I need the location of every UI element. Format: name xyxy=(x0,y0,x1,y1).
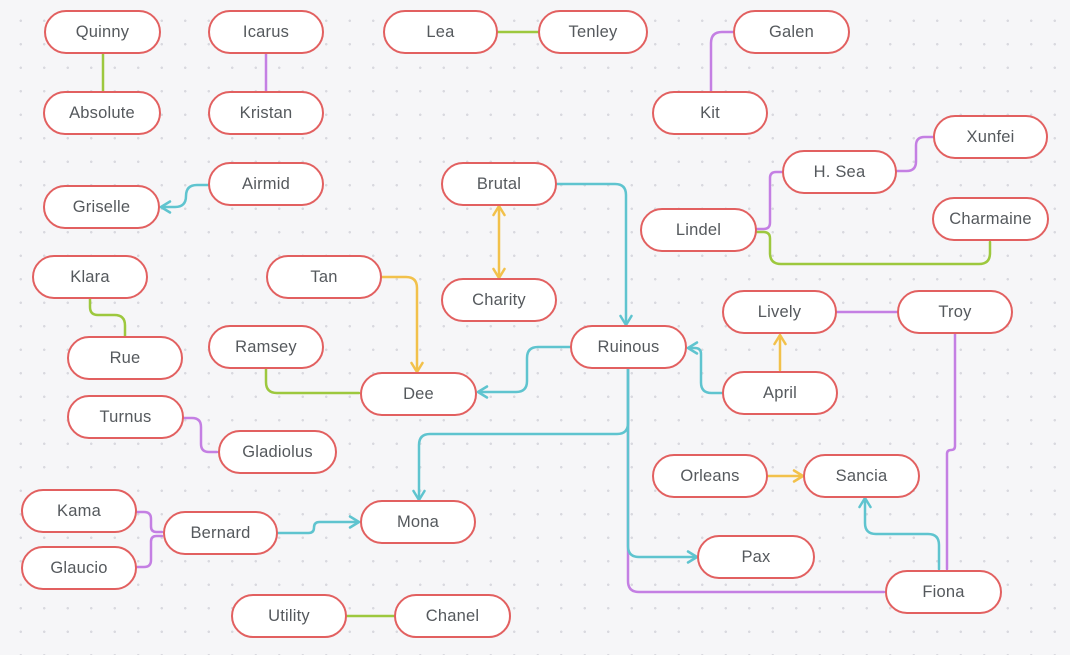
edge-turnus-gladiolus[interactable] xyxy=(181,416,219,454)
edge-klara-rue[interactable] xyxy=(88,297,127,338)
node-chanel[interactable]: Chanel xyxy=(394,594,511,638)
edge-fiona-sancia[interactable] xyxy=(858,496,941,571)
node-label: Sancia xyxy=(835,466,888,485)
edge-tan-dee[interactable] xyxy=(380,275,424,374)
node-pax[interactable]: Pax xyxy=(697,535,815,579)
node-label: Kristan xyxy=(239,103,293,122)
edge-april-ruinous[interactable] xyxy=(686,341,724,395)
node-label: Lea xyxy=(426,22,455,41)
node-lea[interactable]: Lea xyxy=(383,10,498,54)
node-april[interactable]: April xyxy=(722,371,838,415)
node-charmaine[interactable]: Charmaine xyxy=(932,197,1049,241)
node-label: Ruinous xyxy=(597,337,660,356)
node-griselle[interactable]: Griselle xyxy=(43,185,160,229)
node-charity[interactable]: Charity xyxy=(441,278,557,322)
node-gladiolus[interactable]: Gladiolus xyxy=(218,430,337,474)
node-tan[interactable]: Tan xyxy=(266,255,382,299)
node-label: Fiona xyxy=(922,582,965,601)
node-quinny[interactable]: Quinny xyxy=(44,10,161,54)
node-klara[interactable]: Klara xyxy=(32,255,148,299)
node-label: Utility xyxy=(268,606,310,625)
edge-ruinous-fiona[interactable] xyxy=(626,367,886,594)
node-label: Griselle xyxy=(72,197,131,216)
edge-ramsey-dee[interactable] xyxy=(264,367,361,395)
node-absolute[interactable]: Absolute xyxy=(43,91,161,135)
node-label: Charmaine xyxy=(949,209,1032,228)
node-kit[interactable]: Kit xyxy=(652,91,768,135)
node-label: Rue xyxy=(109,348,141,367)
edge-lindel-hsea[interactable] xyxy=(755,170,784,231)
node-mona[interactable]: Mona xyxy=(360,500,476,544)
node-label: Galen xyxy=(768,22,815,41)
node-label: Kit xyxy=(700,103,720,122)
node-label: Ramsey xyxy=(235,337,297,356)
node-label: Turnus xyxy=(99,407,152,426)
node-utility[interactable]: Utility xyxy=(231,594,347,638)
node-dee[interactable]: Dee xyxy=(360,372,477,416)
node-label: Xunfei xyxy=(966,127,1015,146)
edge-bernard-mona[interactable] xyxy=(276,515,361,535)
node-label: Orleans xyxy=(680,466,740,485)
node-brutal[interactable]: Brutal xyxy=(441,162,557,206)
edge-kama-bernard[interactable] xyxy=(135,510,164,534)
node-troy[interactable]: Troy xyxy=(897,290,1013,334)
node-label: Bernard xyxy=(190,523,251,542)
node-lively[interactable]: Lively xyxy=(722,290,837,334)
edge-lindel-charmaine[interactable] xyxy=(755,230,992,266)
node-lindel[interactable]: Lindel xyxy=(640,208,757,252)
node-label: Tan xyxy=(310,267,338,286)
node-turnus[interactable]: Turnus xyxy=(67,395,184,439)
node-label: Lively xyxy=(757,302,802,321)
node-galen[interactable]: Galen xyxy=(733,10,850,54)
node-tenley[interactable]: Tenley xyxy=(538,10,648,54)
node-label: Chanel xyxy=(425,606,480,625)
node-fiona[interactable]: Fiona xyxy=(885,570,1002,614)
node-label: Icarus xyxy=(242,22,290,41)
edge-troy-fiona[interactable] xyxy=(945,332,957,571)
node-label: April xyxy=(762,383,797,402)
node-label: Mona xyxy=(396,512,440,531)
node-label: Charity xyxy=(472,290,526,309)
edge-galen-kit[interactable] xyxy=(709,30,735,93)
node-label: Troy xyxy=(938,302,972,321)
node-sancia[interactable]: Sancia xyxy=(803,454,920,498)
node-label: Lindel xyxy=(675,220,722,239)
node-bernard[interactable]: Bernard xyxy=(163,511,278,555)
edge-brutal-ruinous[interactable] xyxy=(555,182,633,327)
node-label: Tenley xyxy=(568,22,618,41)
node-kama[interactable]: Kama xyxy=(21,489,137,533)
node-label: Quinny xyxy=(75,22,130,41)
node-label: Absolute xyxy=(69,103,135,122)
node-label: Pax xyxy=(741,547,771,566)
edge-ruinous-pax[interactable] xyxy=(626,367,699,564)
node-ruinous[interactable]: Ruinous xyxy=(570,325,687,369)
edge-ruinous-dee[interactable] xyxy=(476,345,572,399)
node-icarus[interactable]: Icarus xyxy=(208,10,324,54)
edge-hsea-xunfei[interactable] xyxy=(895,135,935,173)
node-kristan[interactable]: Kristan xyxy=(208,91,324,135)
node-label: Airmid xyxy=(242,174,290,193)
node-label: Glaucio xyxy=(50,558,108,577)
edge-airmid-griselle[interactable] xyxy=(159,183,210,214)
node-glaucio[interactable]: Glaucio xyxy=(21,546,137,590)
node-label: Kama xyxy=(57,501,101,520)
node-hsea[interactable]: H. Sea xyxy=(782,150,897,194)
node-xunfei[interactable]: Xunfei xyxy=(933,115,1048,159)
node-label: H. Sea xyxy=(813,162,866,181)
node-label: Klara xyxy=(70,267,110,286)
edge-glaucio-bernard[interactable] xyxy=(135,534,164,569)
node-ramsey[interactable]: Ramsey xyxy=(208,325,324,369)
node-airmid[interactable]: Airmid xyxy=(208,162,324,206)
node-orleans[interactable]: Orleans xyxy=(652,454,768,498)
node-label: Dee xyxy=(403,384,434,403)
node-rue[interactable]: Rue xyxy=(67,336,183,380)
node-label: Gladiolus xyxy=(242,442,313,461)
node-label: Brutal xyxy=(476,174,522,193)
